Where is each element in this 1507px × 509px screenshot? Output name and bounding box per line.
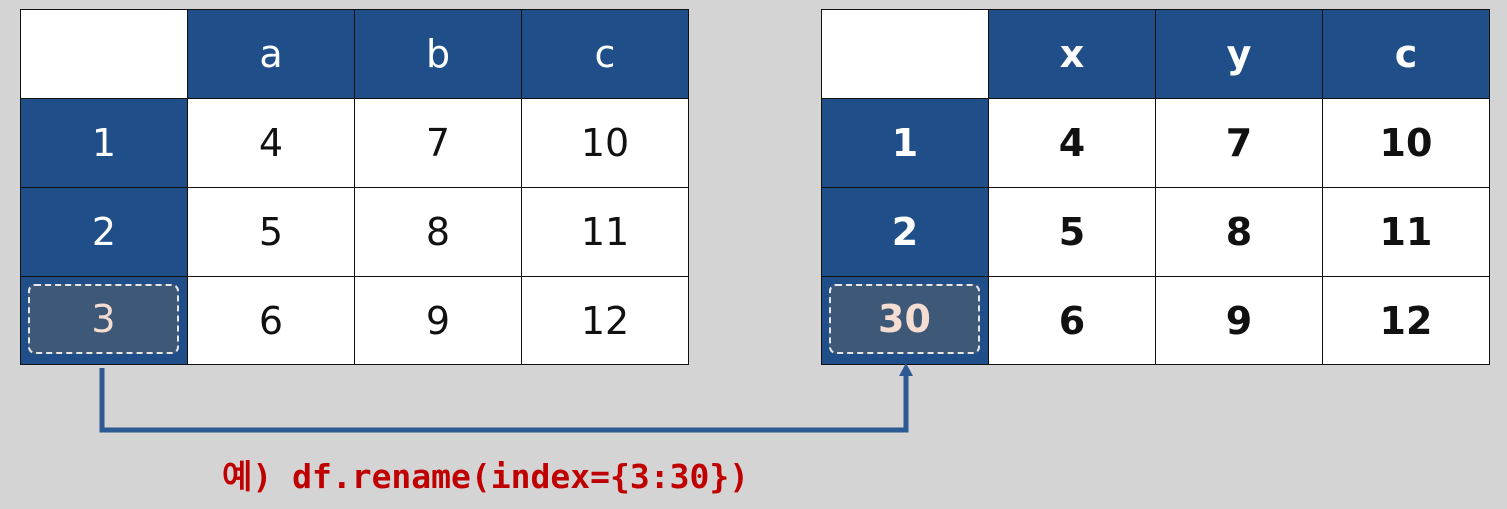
dataframe-before: a b c 1 4 7 10 2 5 8 11 3 6 9 12 (20, 9, 689, 365)
row-index-cell: 30 (822, 277, 989, 365)
table-cell: 10 (522, 99, 689, 188)
column-header: a (188, 10, 355, 99)
arrow-head (899, 363, 913, 376)
row-index: 1 (21, 99, 188, 188)
table-cell: 12 (1323, 277, 1490, 365)
code-caption: 예) df.rename(index={3:30}) (222, 457, 750, 496)
row-index: 1 (822, 99, 989, 188)
dataframe-after: x y c 1 4 7 10 2 5 8 11 30 6 9 12 (821, 9, 1490, 365)
table-cell: 12 (522, 277, 689, 365)
table-cell: 6 (989, 277, 1156, 365)
table-cell: 7 (1156, 99, 1323, 188)
table-cell: 8 (1156, 188, 1323, 277)
column-header: c (1323, 10, 1490, 99)
table-cell: 9 (1156, 277, 1323, 365)
column-header: y (1156, 10, 1323, 99)
table-cell: 5 (188, 188, 355, 277)
highlighted-index-old: 3 (28, 284, 179, 354)
highlighted-index-new: 30 (829, 284, 980, 354)
table-cell: 11 (522, 188, 689, 277)
table-cell: 4 (188, 99, 355, 188)
table-cell: 4 (989, 99, 1156, 188)
table-cell: 5 (989, 188, 1156, 277)
column-header: b (355, 10, 522, 99)
table-corner (21, 10, 188, 99)
table-cell: 10 (1323, 99, 1490, 188)
row-index-cell: 3 (21, 277, 188, 365)
table-cell: 11 (1323, 188, 1490, 277)
table-cell: 6 (188, 277, 355, 365)
table-cell: 7 (355, 99, 522, 188)
table-cell: 8 (355, 188, 522, 277)
table-cell: 9 (355, 277, 522, 365)
table-corner (822, 10, 989, 99)
connector-line (99, 368, 909, 433)
column-header: x (989, 10, 1156, 99)
row-index: 2 (21, 188, 188, 277)
row-index: 2 (822, 188, 989, 277)
column-header: c (522, 10, 689, 99)
